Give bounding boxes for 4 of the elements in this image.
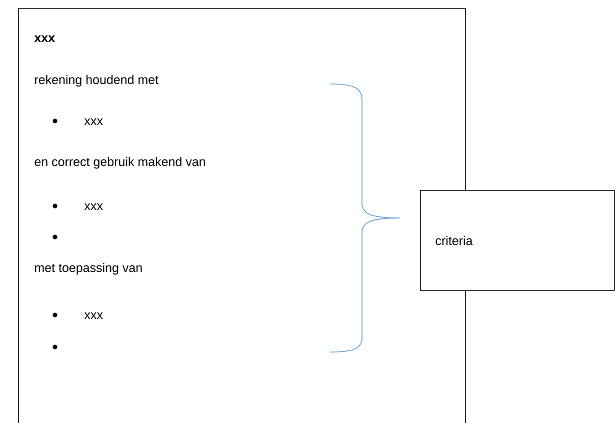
list-item: xxx — [52, 118, 103, 125]
list-item: xxx — [52, 203, 103, 210]
label-box: criteria — [420, 190, 615, 291]
list-item: xxx — [52, 312, 103, 319]
